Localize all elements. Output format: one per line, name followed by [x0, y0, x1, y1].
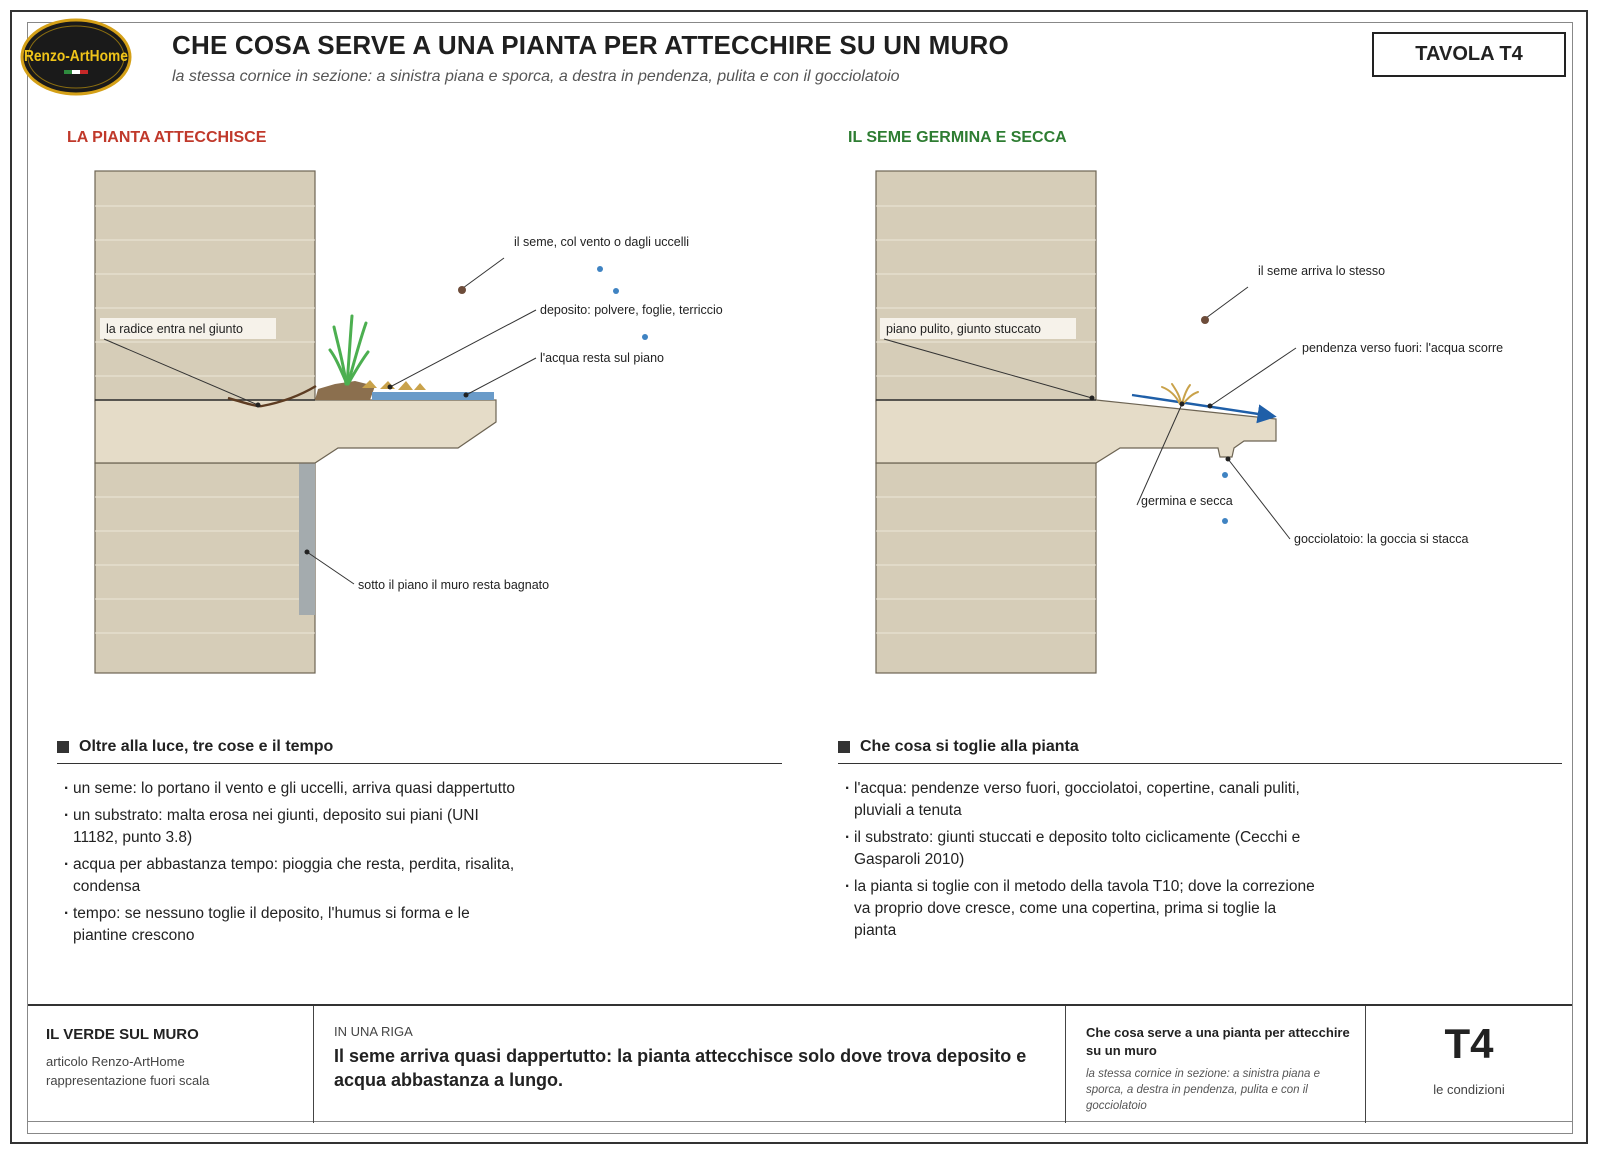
leader-slope — [1209, 347, 1297, 407]
series-name: IL VERDE SUL MURO — [46, 1026, 199, 1043]
list-item: un substrato: malta erosa nei giunti, de… — [57, 805, 517, 849]
label-seed-arrives: il seme arriva lo stesso — [1258, 264, 1385, 278]
sheet-caption: le condizioni — [1433, 1082, 1505, 1097]
leader-wet-wall — [306, 551, 355, 585]
leader-water — [465, 357, 537, 396]
page-title: CHE COSA SERVE A UNA PIANTA PER ATTECCHI… — [172, 30, 1009, 60]
left-section-header: Oltre alla luce, tre cose e il tempo — [57, 738, 333, 756]
right-lower-wall — [875, 462, 1097, 674]
deposit-mound — [315, 381, 375, 400]
right-cornice-sloped — [875, 399, 1277, 464]
seed-icon — [458, 286, 466, 294]
sheet-code: T4 — [1444, 1020, 1494, 1067]
label-clean: piano pulito, giunto stuccato — [886, 322, 1041, 336]
summary-label: IN UNA RIGA — [334, 1024, 413, 1039]
falling-seed-dot-1 — [597, 266, 603, 272]
section-diagrams: LA PIANTA ATTECCHISCE il seme, col — [67, 129, 1503, 674]
title-block-code: T4 le condizioni — [1366, 1006, 1572, 1123]
title-block-series: IL VERDE SUL MURO articolo Renzo-ArtHome… — [28, 1006, 314, 1123]
right-upper-wall — [875, 170, 1097, 402]
list-item: un seme: lo portano il vento e gli uccel… — [57, 778, 517, 800]
article-credit: articolo Renzo-ArtHome — [46, 1054, 185, 1069]
seed-icon-right — [1201, 316, 1209, 324]
section-square-icon — [57, 741, 69, 753]
summary-text: Il seme arriva quasi dappertutto: la pia… — [334, 1046, 1027, 1090]
drip-drop-1 — [1222, 472, 1228, 478]
leader-seed — [462, 257, 505, 289]
inner-frame — [27, 22, 1573, 1134]
left-panel-heading: LA PIANTA ATTECCHISCE — [67, 129, 267, 146]
label-drip: gocciolatoio: la goccia si stacca — [1294, 532, 1468, 546]
label-wet-wall: sotto il piano il muro resta bagnato — [358, 578, 549, 592]
left-section-rule — [57, 763, 782, 764]
root-icon — [227, 384, 317, 408]
plant-icon — [328, 314, 370, 386]
standing-water — [372, 392, 494, 400]
logo-text: Renzo-ArtHome — [24, 47, 128, 65]
left-cornice — [94, 399, 497, 464]
footer-subtitle: la stessa cornice in sezione: a sinistra… — [1086, 1068, 1320, 1112]
leader-wet-wall-dot — [304, 549, 310, 555]
tavola-badge: TAVOLA T4 — [1372, 32, 1566, 77]
leader-root — [103, 338, 259, 406]
label-slope: pendenza verso fuori: l'acqua scorre — [1302, 341, 1503, 355]
leader-clean — [883, 338, 1093, 399]
falling-seed-dot-2 — [613, 288, 619, 294]
runoff-arrow — [1131, 393, 1277, 424]
label-dries: germina e secca — [1141, 494, 1233, 508]
left-upper-wall — [94, 170, 316, 402]
title-block-title: Che cosa serve a una pianta per attecchi… — [1066, 1006, 1366, 1123]
list-item: l'acqua: pendenze verso fuori, gocciolat… — [838, 778, 1316, 822]
list-item: la pianta si toglie con il metodo della … — [838, 876, 1316, 942]
title-block: IL VERDE SUL MURO articolo Renzo-ArtHome… — [28, 1004, 1572, 1123]
renzo-arthome-logo: Renzo-ArtHome — [20, 18, 132, 96]
left-bullet-list: un seme: lo portano il vento e gli uccel… — [57, 778, 517, 952]
leader-deposit — [389, 309, 537, 388]
leader-clean-dot — [1089, 395, 1095, 401]
drip-drop-2 — [1222, 518, 1228, 524]
right-section-rule — [838, 763, 1562, 764]
outer-frame — [10, 10, 1588, 1144]
scale-note: rappresentazione fuori scala — [46, 1073, 210, 1088]
leader-deposit-dot — [387, 384, 393, 390]
left-lower-wall — [94, 462, 316, 674]
leader-drip — [1227, 458, 1291, 540]
leader-slope-dot — [1207, 403, 1213, 409]
left-section-title: Oltre alla luce, tre cose e il tempo — [79, 738, 334, 755]
title-block-summary: IN UNA RIGA Il seme arriva quasi dappert… — [314, 1006, 1066, 1123]
leader-seed-right — [1205, 286, 1249, 319]
wet-wall-strip — [299, 463, 315, 615]
label-root: la radice entra nel giunto — [106, 322, 243, 336]
section-square-icon — [838, 741, 850, 753]
list-item: tempo: se nessuno toglie il deposito, l'… — [57, 903, 517, 947]
label-root-box — [100, 318, 276, 339]
label-clean-box — [880, 318, 1076, 339]
right-panel-heading: IL SEME GERMINA E SECCA — [848, 129, 1067, 146]
list-item: acqua per abbastanza tempo: pioggia che … — [57, 854, 517, 898]
page-subtitle: la stessa cornice in sezione: a sinistra… — [172, 68, 900, 85]
right-section-title: Che cosa si toglie alla pianta — [860, 738, 1079, 755]
label-water: l'acqua resta sul piano — [540, 351, 664, 365]
footer-title: Che cosa serve a una pianta per attecchi… — [1086, 1025, 1350, 1058]
falling-seed-dot-3 — [642, 334, 648, 340]
label-seed-wind-birds: il seme, col vento o dagli uccelli — [514, 235, 689, 249]
right-bullet-list: l'acqua: pendenze verso fuori, gocciolat… — [838, 778, 1316, 947]
list-item: il substrato: giunti stuccati e deposito… — [838, 827, 1316, 871]
label-deposit: deposito: polvere, foglie, terriccio — [540, 303, 723, 317]
right-section-header: Che cosa si toglie alla pianta — [838, 738, 1079, 756]
leader-dries — [1136, 403, 1183, 506]
leader-dries-dot — [1179, 401, 1185, 407]
leader-water-dot — [463, 392, 469, 398]
leader-drip-dot — [1225, 456, 1231, 462]
leader-root-dot — [255, 402, 261, 408]
